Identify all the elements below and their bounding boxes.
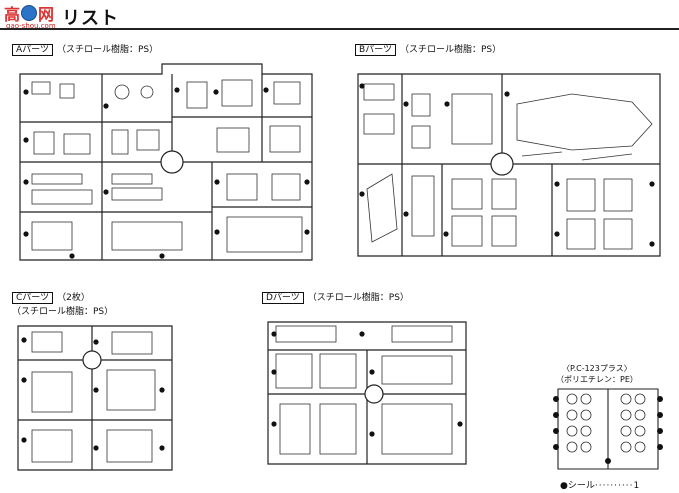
pc-material: （ポリエチレン：PE） xyxy=(556,375,638,384)
page-title: リスト xyxy=(62,8,119,29)
sprue-b-svg xyxy=(357,73,661,257)
parts-a-name: Aパーツ xyxy=(12,44,53,56)
sprue-a-svg xyxy=(19,63,313,261)
sprue-c-diagram xyxy=(12,320,178,478)
parts-a-label: Aパーツ（スチロール樹脂：PS） xyxy=(12,42,159,56)
parts-b-material: （スチロール樹脂：PS） xyxy=(400,45,502,55)
logo-char-2: 网 xyxy=(38,5,55,24)
pc-name: 〈P.C-123プラス〉 xyxy=(562,364,632,373)
sprue-d-svg xyxy=(267,321,467,465)
seal-label: ●シール··········1 xyxy=(560,481,640,491)
parts-a-material: （スチロール樹脂：PS） xyxy=(56,45,159,55)
logo-url: gao-shou.com xyxy=(6,22,56,30)
parts-b-label: Bパーツ （スチロール樹脂：PS） xyxy=(355,42,502,56)
sprue-a-diagram xyxy=(12,62,324,267)
parts-d-material: （スチロール樹脂：PS） xyxy=(307,293,409,303)
parts-c-count: （2枚） xyxy=(57,293,90,303)
parts-b-name: Bパーツ xyxy=(355,44,396,56)
parts-c-label: Cパーツ（2枚） xyxy=(12,290,90,304)
seal-count: 1 xyxy=(633,481,640,491)
logo-ball-icon xyxy=(21,5,38,21)
header-rule xyxy=(0,28,679,30)
seal-name: ●シール xyxy=(560,481,595,491)
polycap-svg xyxy=(553,388,663,470)
parts-d-label: Dパーツ（スチロール樹脂：PS） xyxy=(262,290,409,304)
sprue-b-diagram xyxy=(352,64,668,264)
site-logo: 高 网 xyxy=(4,3,55,24)
parts-c-material: （スチロール樹脂：PS） xyxy=(12,307,114,317)
polycap-diagram xyxy=(550,385,666,473)
parts-c-name: Cパーツ xyxy=(12,292,54,304)
parts-d-name: Dパーツ xyxy=(262,292,304,304)
sprue-c-svg xyxy=(17,325,173,471)
logo-char-1: 高 xyxy=(4,5,21,24)
sprue-d-diagram xyxy=(262,314,472,472)
page-header: 高 网 gao-shou.com リスト xyxy=(0,0,679,30)
